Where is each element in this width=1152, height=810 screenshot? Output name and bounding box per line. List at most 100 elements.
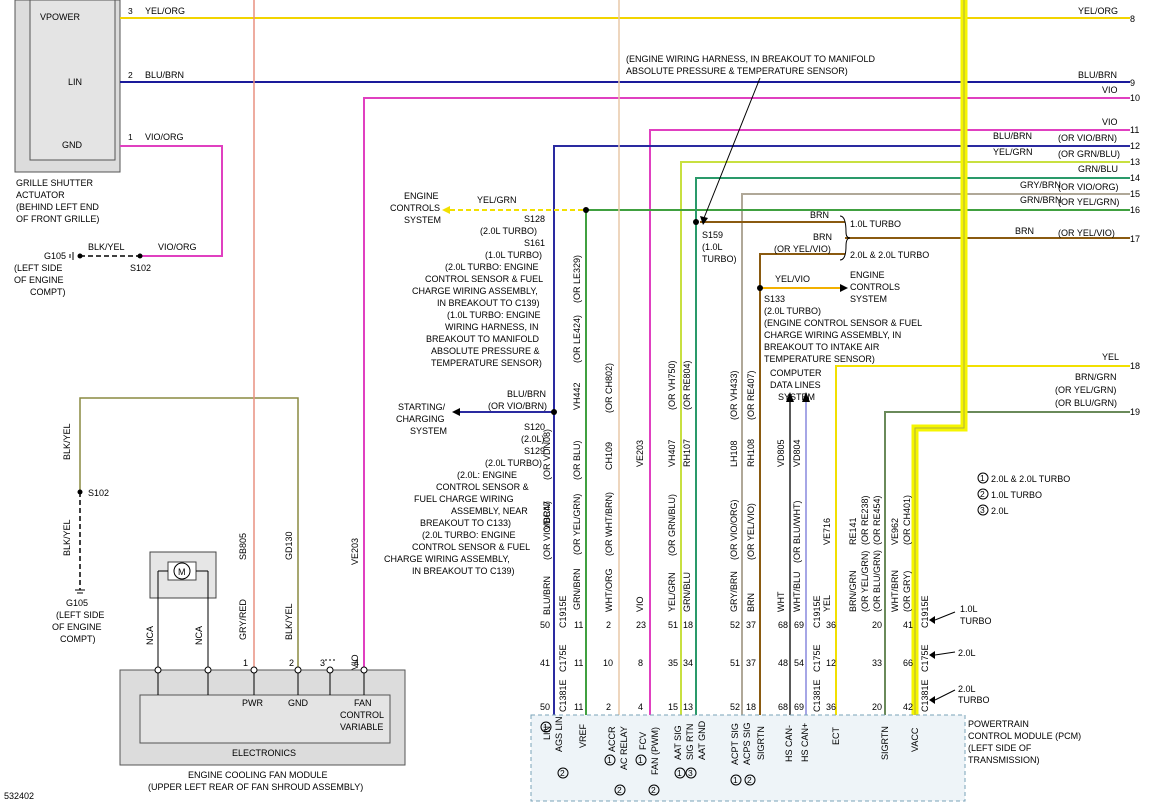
note-text: COMPUTER [770, 368, 822, 378]
wire-15: GRY/BRN (OR VIO/ORG) 15 [741, 180, 1140, 715]
splice-note: (1.0L TURBO) [485, 250, 542, 260]
electronics-label: ELECTRONICS [232, 748, 296, 758]
vertical-labels: VDC47 (OR VDN08) BLU/BRN (OR VIO/BRN) VH… [542, 255, 912, 615]
splice-s128-s161: ENGINE CONTROLS SYSTEM YEL/GRN S128 (2.0… [390, 191, 589, 368]
ground-id: G105 [44, 251, 66, 261]
wire-color-label: BLU/BRN [145, 70, 184, 80]
note-text: ENGINE [850, 270, 885, 280]
splice-note: BREAKOUT TO C133) [420, 518, 511, 528]
pcm-pin-function: HS CAN- [784, 725, 794, 762]
splice-note: S129 [524, 446, 545, 456]
splice-note: ASSEMBLY, NEAR [451, 506, 528, 516]
note-text: SYSTEM [778, 392, 815, 402]
wire-color-label: WHT/BLU [792, 572, 802, 613]
wire-color-label: GRN/BRN [1020, 195, 1062, 205]
pin-number: 52 [730, 620, 740, 630]
splice-note: WIRING HARNESS, IN [445, 322, 539, 332]
variant-mark: 2 [617, 785, 622, 795]
splice-note: (2.0L TURBO: ENGINE [422, 530, 516, 540]
legend-text: 2.0L [991, 506, 1009, 516]
pin-number: 2 [289, 658, 294, 668]
pcm-vertical-wires [585, 0, 810, 715]
circuit-alt: (OR CH401) [902, 495, 912, 545]
wire-color-label: YEL/ORG [145, 6, 185, 16]
splice-note: TEMPERATURE SENSOR) [764, 354, 875, 364]
splice-note: S120 [524, 422, 545, 432]
connector-id: C1915E [812, 595, 822, 628]
wire-color-label: VIO/ORG [145, 132, 184, 142]
circuit-alt: (OR VDN08) [542, 429, 552, 480]
connector-id: C175E [920, 644, 930, 672]
actuator-pin-name: LIN [68, 77, 82, 87]
pcm-label: POWERTRAIN [968, 719, 1029, 729]
connector-id: C1381E [558, 679, 568, 712]
circuit-alt: (OR CH802) [604, 363, 614, 413]
splice-note: (1.0L TURBO: ENGINE [447, 310, 541, 320]
pin-number: 41 [903, 620, 913, 630]
circuit-alt: (OR RE407) [746, 370, 756, 420]
wire-color-label: BRN [810, 210, 829, 220]
pcm-pin-function: AAT GND [697, 720, 707, 760]
note-text: STARTING/ [398, 402, 446, 412]
pin-number: 1 [243, 658, 248, 668]
pcm-pin-function: VREF [578, 723, 588, 748]
circuit-id: CH109 [604, 442, 614, 470]
legend-mark: 1 [980, 473, 985, 483]
wire-color-label: VIO/ORG [158, 242, 197, 252]
wire-alt-label: (OR WHT/BRN) [604, 492, 614, 556]
wire-color-label: BLK/YEL [62, 423, 72, 460]
wire-color-label: BLK/YEL [62, 519, 72, 556]
wire-number: 9 [1130, 78, 1135, 88]
wire-alt-label: (OR GRN/BLU) [1058, 149, 1120, 159]
variant-mark: 3 [688, 768, 693, 778]
pin-number: 20 [872, 702, 882, 712]
engine-variant: 2.0L & 2.0L TURBO [850, 250, 929, 260]
pin-number: 3 [128, 6, 133, 16]
splice-note: CONTROL SENSOR & FUEL [412, 542, 530, 552]
wire-alt-label: (OR YEL/GRN) [1058, 197, 1119, 207]
pin-number: 48 [778, 658, 788, 668]
circuit-id: RH108 [746, 439, 756, 467]
wire-13: YEL/GRN (OR GRN/BLU) 13 [680, 147, 1140, 715]
pin-number: 42 [903, 702, 913, 712]
circuit-id: VE962 [890, 518, 900, 545]
wire-color-label: VIO [350, 654, 360, 670]
pcm-pin-function: FCV [638, 732, 648, 750]
engine-variant: 2.0L [958, 648, 976, 658]
circuit-alt: (OR RE454) [872, 495, 882, 545]
splice-id: S102 [88, 488, 109, 498]
pin-number: 51 [730, 658, 740, 668]
wire-alt-label: (OR VIO/BRN) [488, 401, 547, 411]
wire-color-label: YEL/GRN [993, 147, 1033, 157]
wire-11: VIO 11 [649, 117, 1139, 715]
connector-id: C175E [558, 644, 568, 672]
engine-variant: 2.0L [958, 684, 976, 694]
wire-color-label: BLU/BRN [1078, 70, 1117, 80]
fan-pin-label: VARIABLE [340, 722, 383, 732]
pin-number: 13 [683, 702, 693, 712]
wire-color-label: WHT/BRN [890, 570, 900, 612]
circuit-alt: (OR VH750) [667, 360, 677, 410]
engine-variant: 1.0L TURBO [850, 219, 901, 229]
pin-number: 3 [320, 658, 325, 668]
circuit-id: RE141 [848, 517, 858, 545]
wire-color-label: BRN/GRN [848, 570, 858, 612]
wire-color-label: YEL/ORG [1078, 6, 1118, 16]
pcm-pin-function: ACPT SIG [730, 723, 740, 765]
pin-number: 2 [128, 70, 133, 80]
pcm-label: CONTROL MODULE (PCM) [968, 731, 1081, 741]
wire-alt-label: (OR YEL/GRN) [572, 494, 582, 555]
pin-number: 37 [746, 620, 756, 630]
wire-color-label: BRN [813, 232, 832, 242]
wire-color-label: YEL [1102, 352, 1119, 362]
splice-note: FUEL CHARGE WIRING [414, 494, 514, 504]
pcm-pin-function: AAT SIG [673, 725, 683, 760]
wire-number: 15 [1130, 189, 1140, 199]
variant-mark: 1 [677, 768, 682, 778]
wire-18: YEL 18 [835, 352, 1140, 715]
splice-note: (2.0L) [521, 434, 545, 444]
wire-alt-label: (OR YEL/VIO) [1058, 228, 1115, 238]
note-text: (ENGINE WIRING HARNESS, IN BREAKOUT TO M… [626, 54, 876, 64]
wire-alt-label: (OR VIO/ORG) [1058, 182, 1119, 192]
note-text: SYSTEM [850, 294, 887, 304]
